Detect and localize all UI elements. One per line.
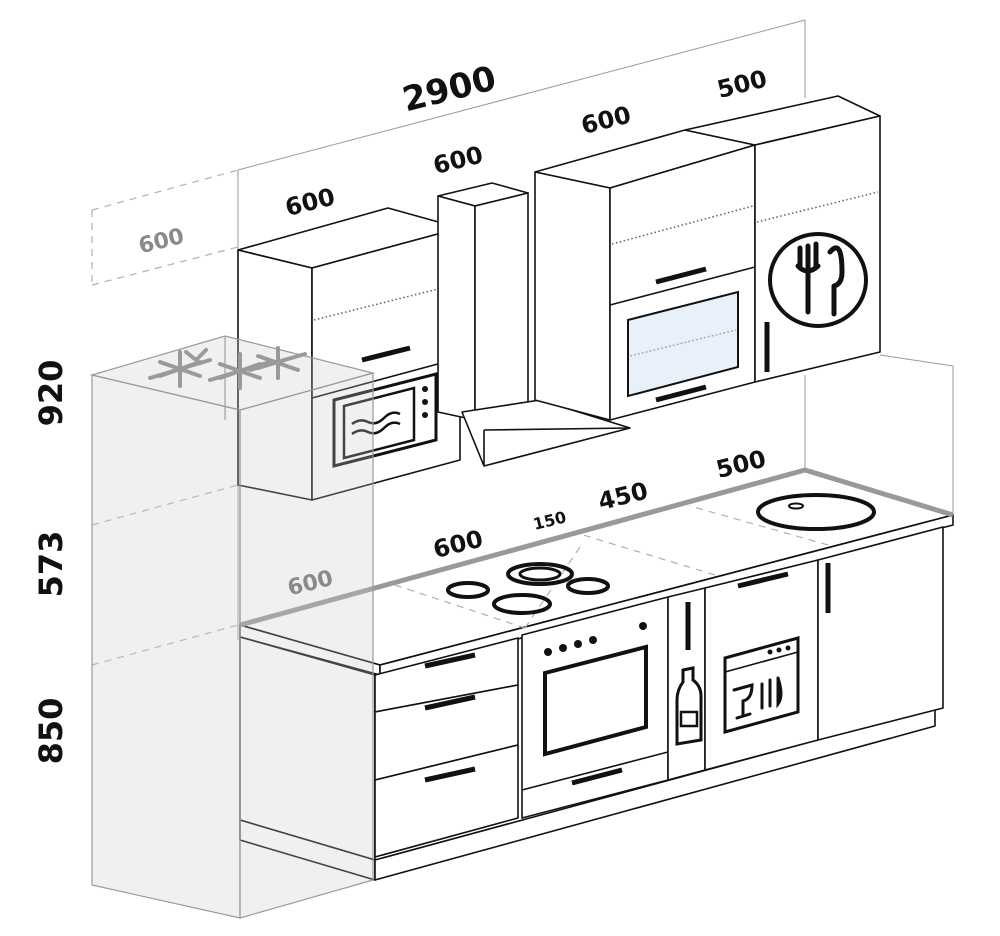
range-hood-icon [437, 182, 631, 467]
snowflake-icon [148, 346, 307, 390]
fridge-ghost [89, 335, 376, 919]
upper-cabinet-microwave [237, 207, 461, 501]
dishwasher-icon [723, 636, 800, 734]
bottle-cabinet [667, 587, 706, 781]
cutlery-icon [768, 232, 868, 328]
dim-upper-cabinet-1: 600 [282, 183, 337, 222]
drawer-unit [374, 637, 519, 858]
upper-cabinet-cutlery [684, 95, 881, 383]
dim-depth-upper: 600 [136, 224, 187, 259]
microwave-icon [332, 372, 438, 468]
dim-height-middle: 573 [32, 531, 70, 598]
dim-height-upper: 920 [32, 360, 70, 427]
dim-total-width: 2900 [399, 58, 501, 120]
dim-gap: 150 [531, 507, 568, 534]
dim-base-cabinet-3: 500 [713, 445, 768, 484]
dim-base-cabinet-2: 450 [595, 477, 650, 516]
sink-cabinet [817, 526, 944, 741]
base-cabinets [239, 526, 944, 881]
dim-upper-cabinet-2: 600 [578, 101, 633, 140]
base-oven-icon [521, 596, 669, 819]
sink-icon [756, 493, 876, 531]
upper-cabinet-oven [534, 129, 756, 421]
dishwasher-cabinet [704, 559, 819, 771]
dim-upper-cabinet-3: 500 [714, 65, 769, 104]
hob-icon [446, 562, 610, 615]
dim-hood: 600 [430, 141, 485, 180]
dim-height-lower: 850 [32, 698, 70, 765]
oven-icon [627, 290, 739, 398]
bottle-icon [675, 666, 703, 746]
